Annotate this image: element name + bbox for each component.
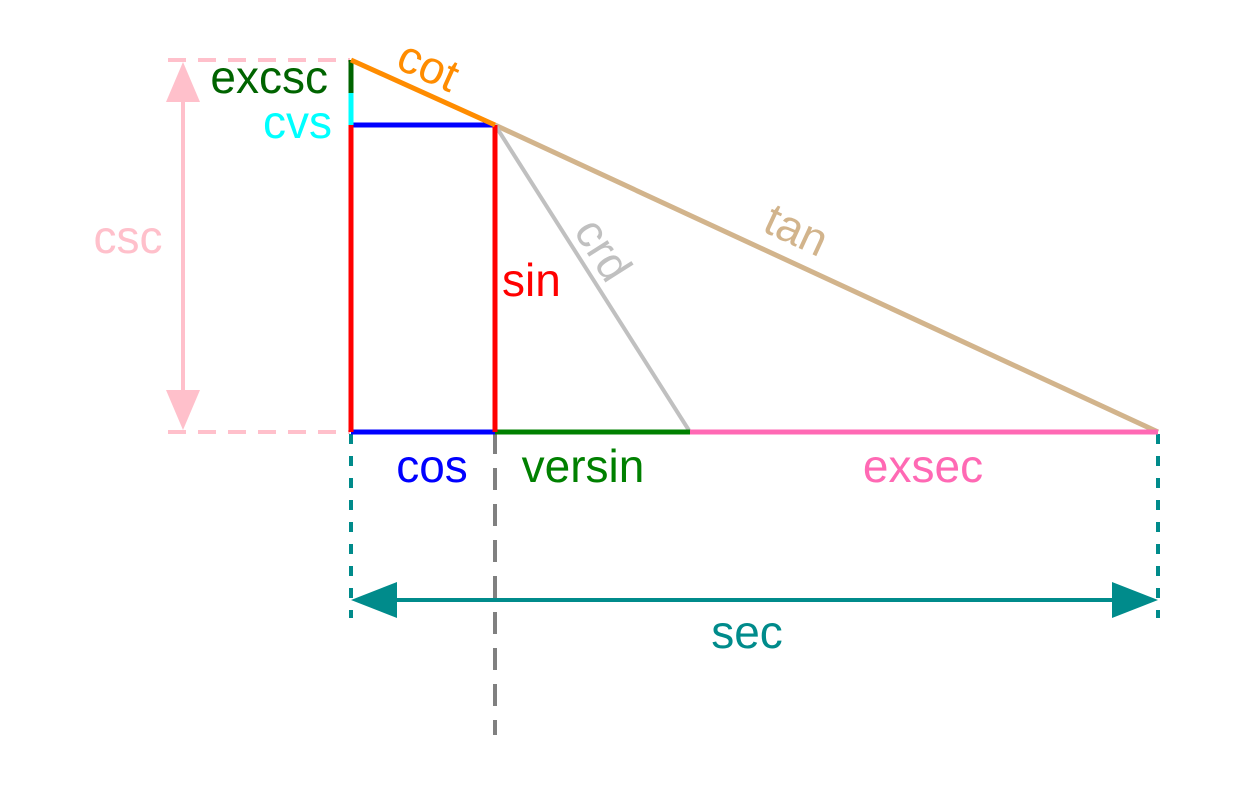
sec-arrowhead-right [1112,582,1158,618]
label-cvs: cvs [263,96,332,148]
label-exsec: exsec [863,440,983,492]
label-sin: sin [502,254,561,306]
label-tan: tan [757,192,837,266]
label-crd: crd [564,209,642,291]
csc-arrowhead-top [166,62,200,102]
label-sec: sec [711,606,783,658]
label-cos: cos [396,440,468,492]
sec-arrowhead-left [351,582,397,618]
csc-arrowhead-bottom [166,390,200,430]
label-cot: cot [390,29,468,102]
crd-segment [493,123,692,434]
cot-segment [349,57,497,128]
label-csc: csc [94,211,163,263]
label-versin: versin [522,440,645,492]
tan-segment [493,122,1160,435]
label-excsc: excsc [210,51,328,103]
